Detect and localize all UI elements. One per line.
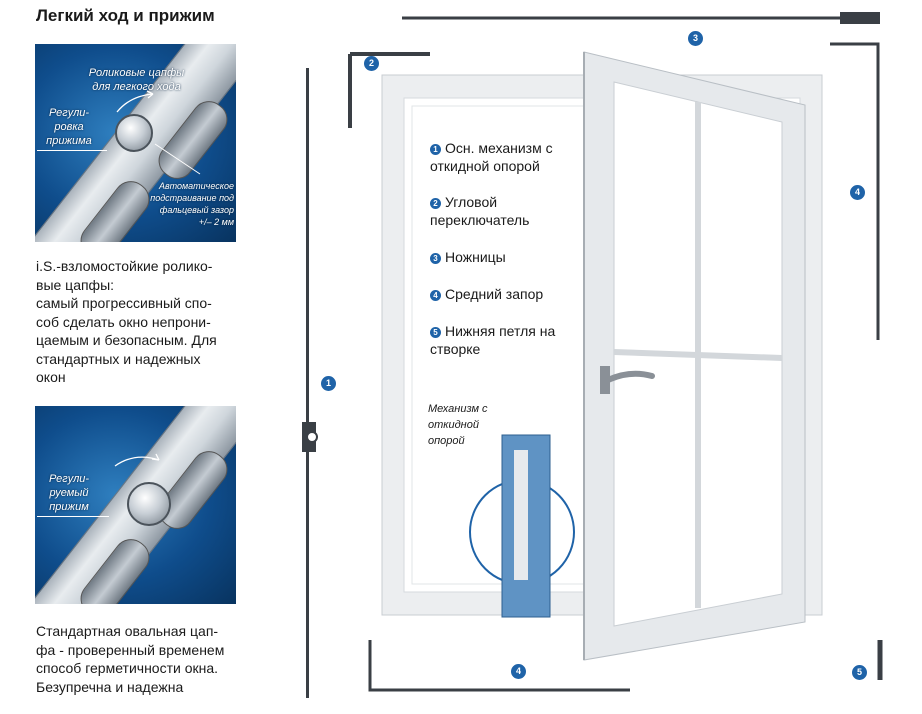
label-adjust: Регули- ровка прижима [46,107,92,147]
marker-4-right: 4 [850,185,865,200]
marker-5: 5 [852,665,867,680]
window-illustration [302,12,883,698]
label-adjustable: Регули- руемый прижим [48,473,90,513]
oval-trunnion-description: Стандартная овальная цап- фа - проверенн… [36,623,225,695]
roller-trunnion [115,114,153,152]
mechanism-caption: Механизм с откидной опорой [428,403,488,447]
annotation-arrows [114,453,160,467]
marker-1: 1 [321,376,336,391]
roller-trunnion-description: i.S.-взломостойкие ролико- вые цапфы: са… [36,258,217,385]
marker-2: 2 [364,56,379,71]
label-rollers: Роликовые цапфы для легкого хода [88,67,185,93]
label-underline [37,516,109,517]
oval-trunnion [127,482,171,526]
label-auto-adjust: Автоматическое подстраивание под фальцев… [150,181,234,227]
annotation-arrows [116,90,201,175]
marker-4-bottom: 4 [511,664,526,679]
marker-3: 3 [688,31,703,46]
label-underline [37,150,107,151]
page-title: Легкий ход и прижим [36,6,215,25]
roller-trunnion-photo: Роликовые цапфы для легкого хода Регули-… [35,44,236,242]
oval-trunnion-photo: Регули- руемый прижим [35,406,236,604]
